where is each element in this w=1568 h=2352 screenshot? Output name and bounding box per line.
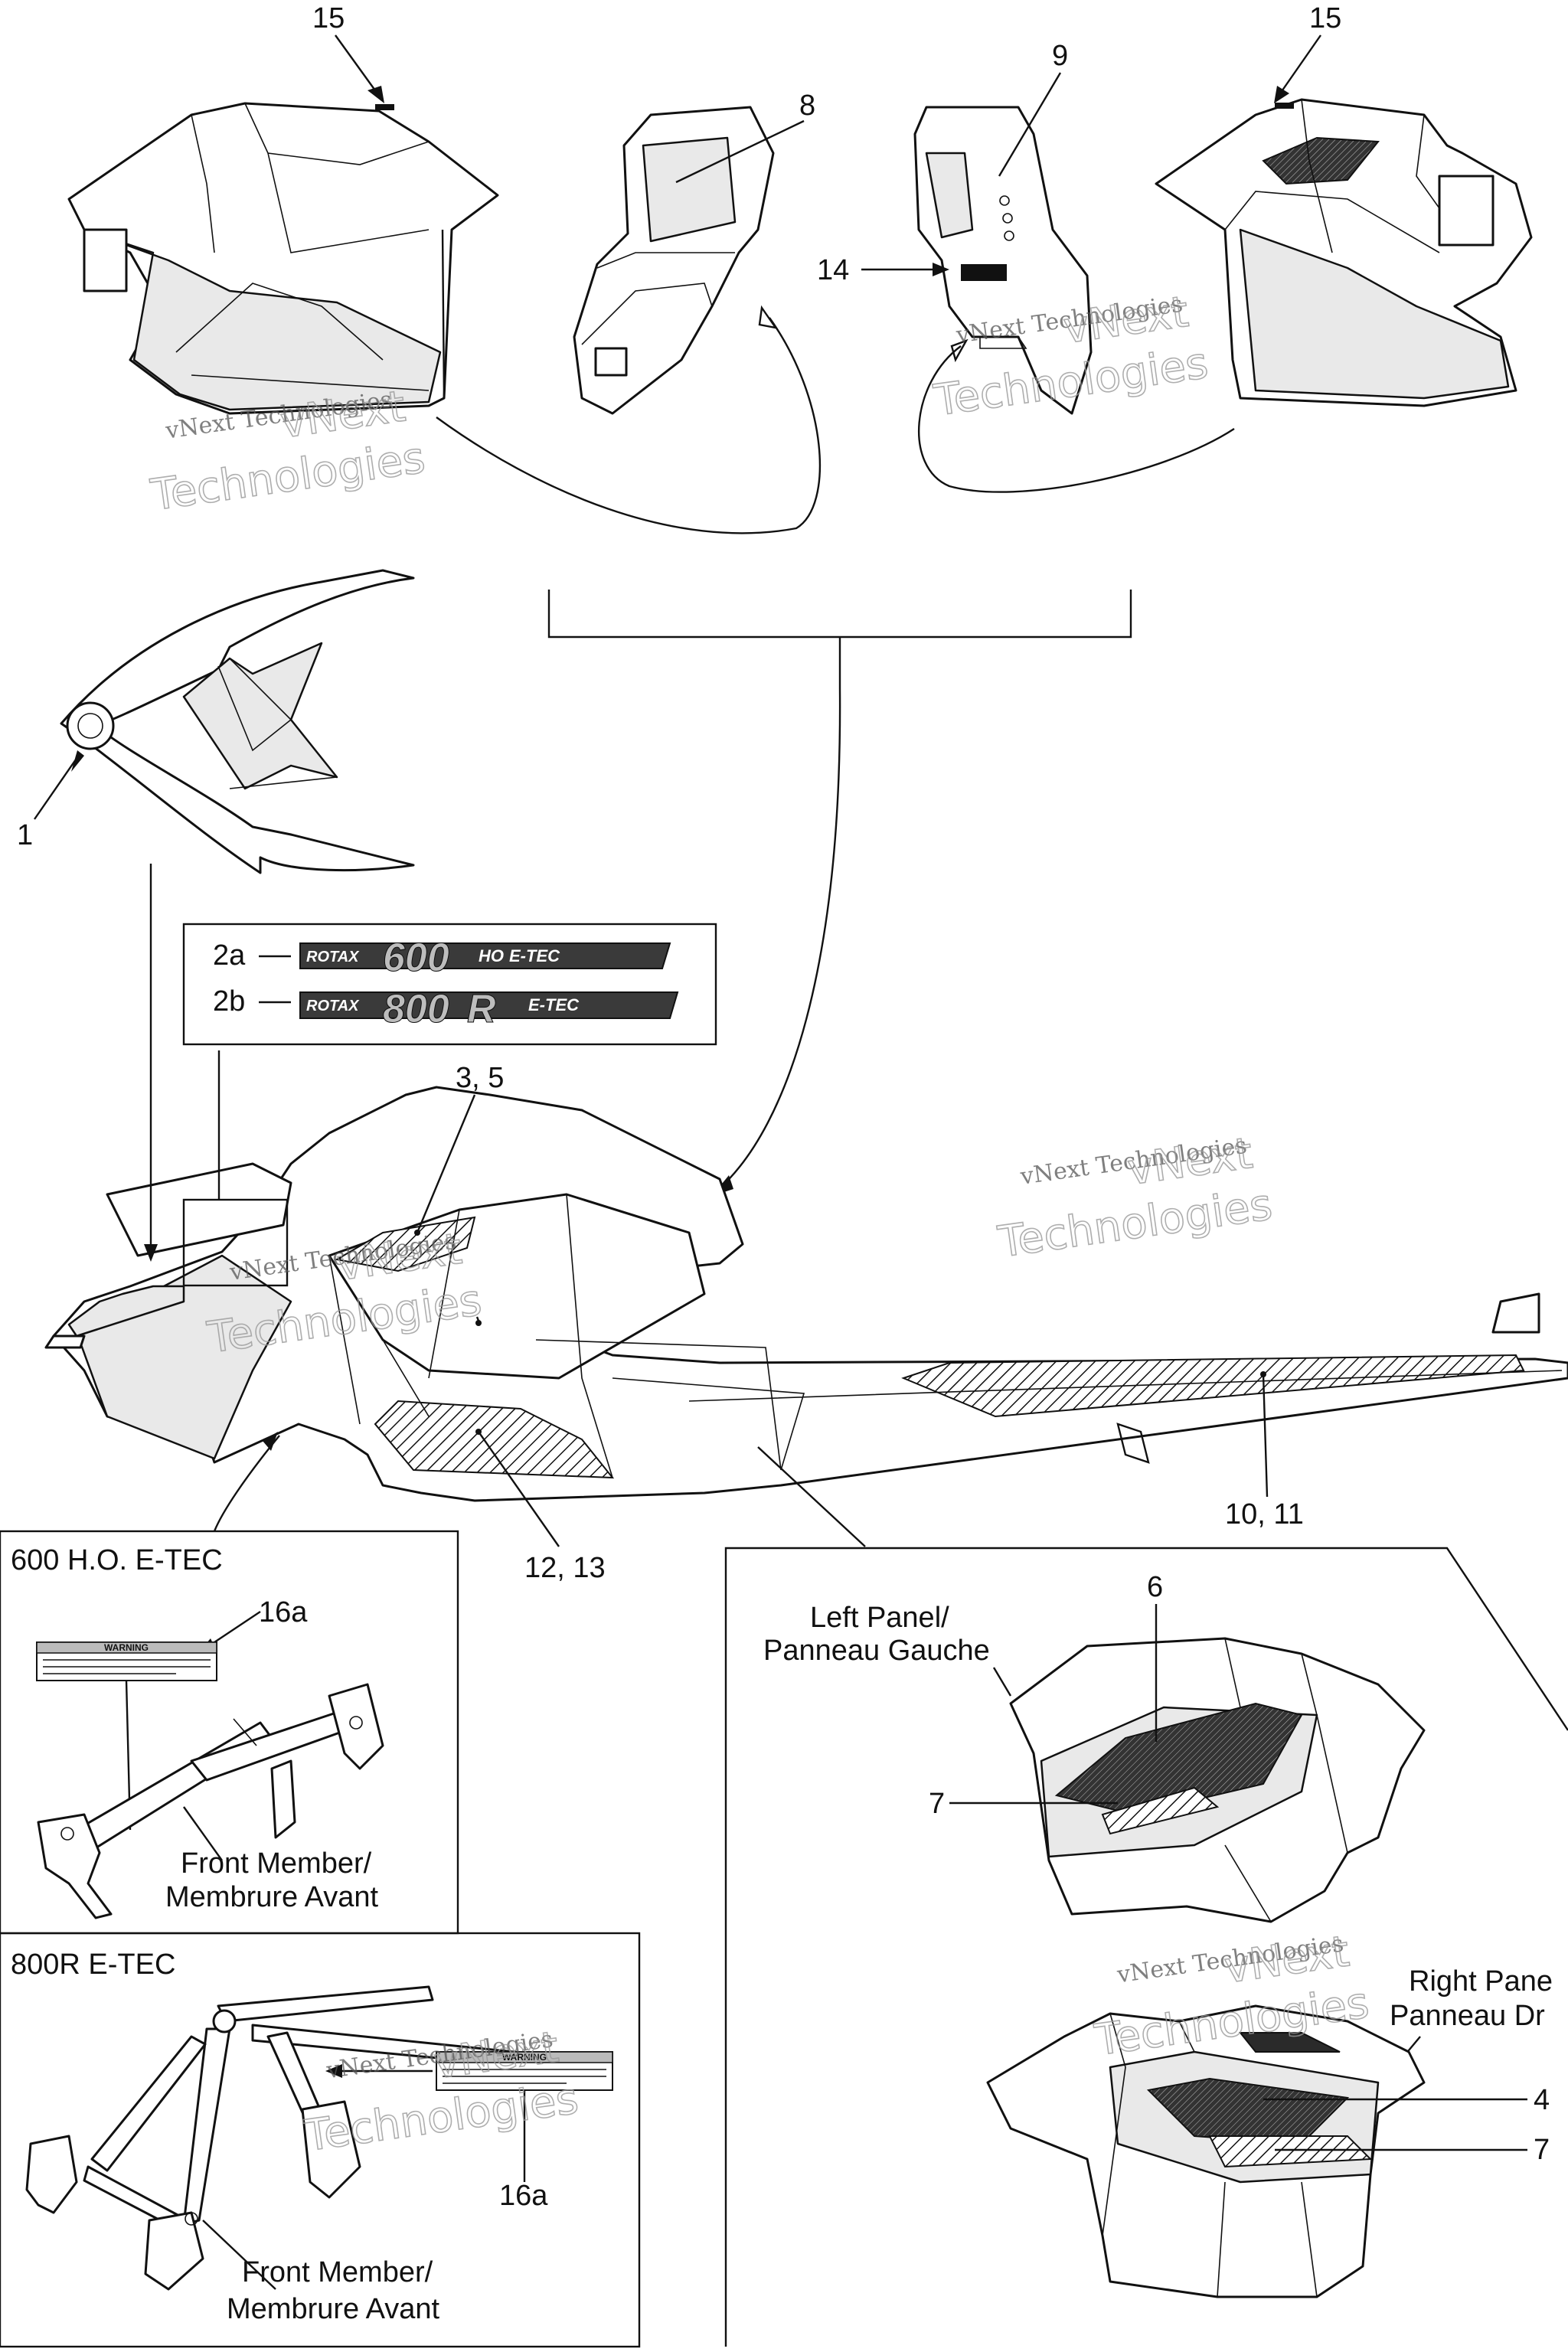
warning-label-800r: WARNING <box>436 2051 613 2091</box>
decal-2a-suffix: HO <box>479 946 504 965</box>
callout-4: 4 <box>1534 2084 1550 2116</box>
front-member-800r-line2: Membrure Avant <box>227 2293 440 2325</box>
decal-2b-suffix: R <box>467 987 496 1031</box>
rotax-800r-etec-decal: ROTAX 800 R E-TEC <box>299 987 679 1032</box>
decal-location-box <box>182 1198 289 1287</box>
warning-label-600: WARNING <box>36 1642 217 1681</box>
assembly-curve-right <box>918 345 1235 493</box>
main-chassis <box>44 1086 1568 1502</box>
callout-7-left: 7 <box>929 1788 945 1820</box>
right-side-panel-top <box>1155 98 1533 407</box>
decal-2b-number: 800 <box>383 987 449 1031</box>
front-member-600-line2: Membrure Avant <box>165 1881 379 1913</box>
decal-2a-number: 600 <box>383 936 449 980</box>
leader-panels-inset <box>757 1446 866 1547</box>
left-panel-label-line1: Left Panel/ <box>810 1602 949 1634</box>
warning-heading-800r: WARNING <box>502 2052 547 2063</box>
callout-7-right: 7 <box>1534 2134 1550 2166</box>
callout-2b: 2b <box>213 985 245 1018</box>
assembly-curve-left <box>436 317 822 534</box>
inset-800r-box <box>0 1932 641 2348</box>
front-member-600 <box>37 1683 384 1919</box>
bracket <box>547 590 1132 1189</box>
left-side-panel-top <box>67 102 499 415</box>
right-front-panel-9 <box>913 106 1093 415</box>
left-panel-label-line2: Panneau Gauche <box>763 1635 990 1667</box>
decal-box-2 <box>182 923 717 1046</box>
inset-600-title: 600 H.O. E-TEC <box>11 1544 223 1576</box>
callout-16a-top: 16a <box>259 1596 308 1628</box>
callout-15-left: 15 <box>312 2 345 34</box>
callout-9: 9 <box>1052 40 1068 72</box>
right-panel-label-line2: Panneau Dr <box>1390 2000 1545 2032</box>
right-panel-label-line1: Right Pane <box>1409 1965 1553 1998</box>
callout-10-11: 10, 11 <box>1225 1498 1304 1530</box>
callout-16a-bottom: 16a <box>499 2180 548 2212</box>
inset-800r-title: 800R E-TEC <box>11 1949 175 1981</box>
callout-8: 8 <box>799 90 815 122</box>
callout-15-right: 15 <box>1309 2 1341 34</box>
callout-1: 1 <box>17 819 33 851</box>
rotax-600-ho-etec-decal: ROTAX 600 HO E-TEC <box>299 936 671 981</box>
callout-2a: 2a <box>213 939 246 972</box>
callout-14: 14 <box>817 254 849 286</box>
decal-2b-brand: ROTAX <box>306 998 360 1014</box>
decal-2a-brand: ROTAX <box>306 949 360 965</box>
inset-panels-box <box>724 1547 1568 2347</box>
decal-2b-tech: E-TEC <box>528 995 580 1014</box>
left-front-panel-8 <box>573 106 775 415</box>
front-member-600-line1: Front Member/ <box>181 1847 372 1880</box>
decal-2a-tech: E-TEC <box>509 946 560 965</box>
hood-part-1 <box>60 569 415 874</box>
leader-inset-600 <box>213 1435 280 1532</box>
callout-12-13: 12, 13 <box>524 1552 606 1584</box>
callout-6: 6 <box>1147 1571 1163 1603</box>
callout-3-5: 3, 5 <box>456 1062 504 1094</box>
left-panel-inset <box>1009 1637 1426 1923</box>
front-member-800r <box>25 1985 553 2291</box>
warning-heading-600: WARNING <box>104 1642 149 1653</box>
front-member-800r-line1: Front Member/ <box>242 2256 433 2288</box>
